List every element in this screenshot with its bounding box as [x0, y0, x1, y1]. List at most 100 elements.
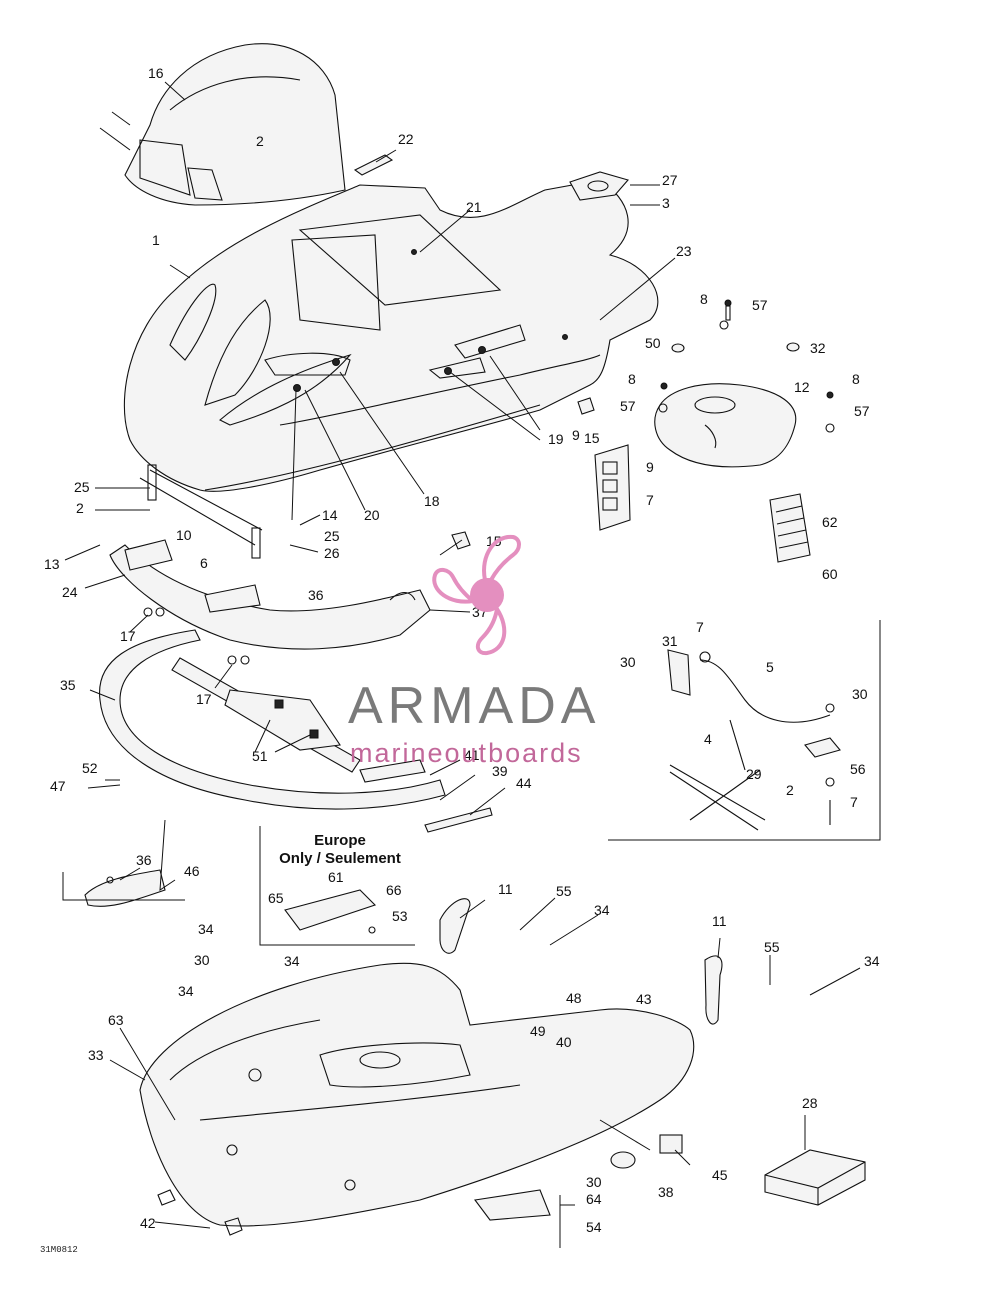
part-callout-label: 28	[802, 1095, 818, 1111]
part-callout-label: 34	[594, 902, 610, 918]
part-callout-label: 25	[324, 528, 340, 544]
part-callout-label: 32	[810, 340, 826, 356]
part-callout-label: 60	[822, 566, 838, 582]
part-callout-label: 29	[746, 766, 762, 782]
part-callout-label: 9	[646, 459, 654, 475]
part-callout-label: 39	[492, 763, 508, 779]
small-parts-top	[353, 154, 629, 550]
part-callout-label: 52	[82, 760, 98, 776]
part-callout-label: 5	[766, 659, 774, 675]
part-callout-label: 9	[572, 427, 580, 443]
part-callout-label: 7	[696, 619, 704, 635]
part-callout-label: 17	[120, 628, 136, 644]
front-frame	[109, 464, 431, 665]
part-callout-label: 7	[850, 794, 858, 810]
part-callout-label: 7	[646, 492, 654, 508]
part-callout-label: 53	[392, 908, 408, 924]
part-callout-label: 62	[822, 514, 838, 530]
part-callout-label: 30	[586, 1174, 602, 1190]
part-callout-label: 44	[516, 775, 532, 791]
inset-title-line2: Only / Seulement	[279, 850, 401, 867]
part-callout-label: 66	[386, 882, 402, 898]
armada-propeller-logo	[432, 534, 521, 656]
part-callout-label: 36	[136, 852, 152, 868]
part-callout-label: 34	[198, 921, 214, 937]
console	[594, 299, 835, 563]
part-callout-label: 1	[152, 232, 160, 248]
part-callout-label: 3	[662, 195, 670, 211]
part-callout-label: 55	[764, 939, 780, 955]
part-callout-label: 21	[466, 199, 482, 215]
part-callout-label: 15	[584, 430, 600, 446]
part-callout-label: 8	[700, 291, 708, 307]
part-callout-label: 36	[308, 587, 324, 603]
part-callout-label: 55	[556, 883, 572, 899]
part-callout-label: 65	[268, 890, 284, 906]
part-callout-label: 10	[176, 527, 192, 543]
part-callout-label: 57	[620, 398, 636, 414]
bottom-pan	[139, 898, 866, 1236]
part-callout-label: 31	[662, 633, 678, 649]
part-callout-label: 2	[256, 133, 264, 149]
part-callout-label: 45	[712, 1167, 728, 1183]
watermark-tagline: marineoutboards	[350, 738, 583, 768]
part-callout-label: 50	[645, 335, 661, 351]
part-callout-label: 4	[704, 731, 712, 747]
part-callout-label: 23	[676, 243, 692, 259]
cable-inset	[608, 620, 881, 841]
part-callout-label: 48	[566, 990, 582, 1006]
brace	[84, 869, 166, 907]
part-callout-label: 47	[50, 778, 66, 794]
part-callout-label: 38	[658, 1184, 674, 1200]
part-callout-label: 43	[636, 991, 652, 1007]
part-callout-label: 63	[108, 1012, 124, 1028]
part-callout-label: 57	[752, 297, 768, 313]
part-callout-label: 17	[196, 691, 212, 707]
part-callout-label: 13	[44, 556, 60, 572]
drawing-code: 31M0812	[40, 1245, 78, 1255]
part-callout-label: 15	[486, 533, 502, 549]
part-callout-label: 56	[850, 761, 866, 777]
windshield	[124, 43, 346, 206]
part-callout-label: 20	[364, 507, 380, 523]
part-callout-label: 33	[88, 1047, 104, 1063]
hood	[123, 179, 659, 492]
part-callout-label: 11	[498, 881, 513, 897]
europe-inset	[259, 826, 415, 946]
part-callout-label: 49	[530, 1023, 546, 1039]
part-callout-label: 19	[548, 431, 564, 447]
inset-title: Europe Only / Seulement	[260, 832, 420, 868]
watermark-brand: ARMADA	[348, 677, 601, 735]
part-callout-label: 27	[662, 172, 678, 188]
part-callout-label: 8	[628, 371, 636, 387]
part-callout-label: 6	[200, 555, 208, 571]
part-callout-label: 30	[194, 952, 210, 968]
part-callout-label: 34	[284, 953, 300, 969]
part-callout-label: 34	[864, 953, 880, 969]
part-callout-label: 35	[60, 677, 76, 693]
part-callout-label: 8	[852, 371, 860, 387]
part-callout-label: 64	[586, 1191, 602, 1207]
part-callout-label: 16	[148, 65, 164, 81]
part-callout-label: 30	[852, 686, 868, 702]
inset-title-line1: Europe	[314, 832, 366, 849]
part-callout-label: 14	[322, 507, 338, 523]
part-callout-label: 30	[620, 654, 636, 670]
bumper	[99, 629, 493, 833]
part-callout-label: 51	[252, 748, 268, 764]
part-callout-label: 18	[424, 493, 440, 509]
part-callout-label: 25	[74, 479, 90, 495]
leader-lines	[62, 81, 861, 1248]
part-callout-label: 2	[786, 782, 794, 798]
part-callout-label: 46	[184, 863, 200, 879]
part-callout-label: 11	[712, 913, 727, 929]
part-callout-label: 34	[178, 983, 194, 999]
part-callout-label: 61	[328, 869, 344, 885]
part-callout-label: 41	[464, 747, 480, 763]
part-callout-label: 2	[76, 500, 84, 516]
part-callout-label: 26	[324, 545, 340, 561]
part-callout-label: 57	[854, 403, 870, 419]
part-callout-label: 12	[794, 379, 810, 395]
